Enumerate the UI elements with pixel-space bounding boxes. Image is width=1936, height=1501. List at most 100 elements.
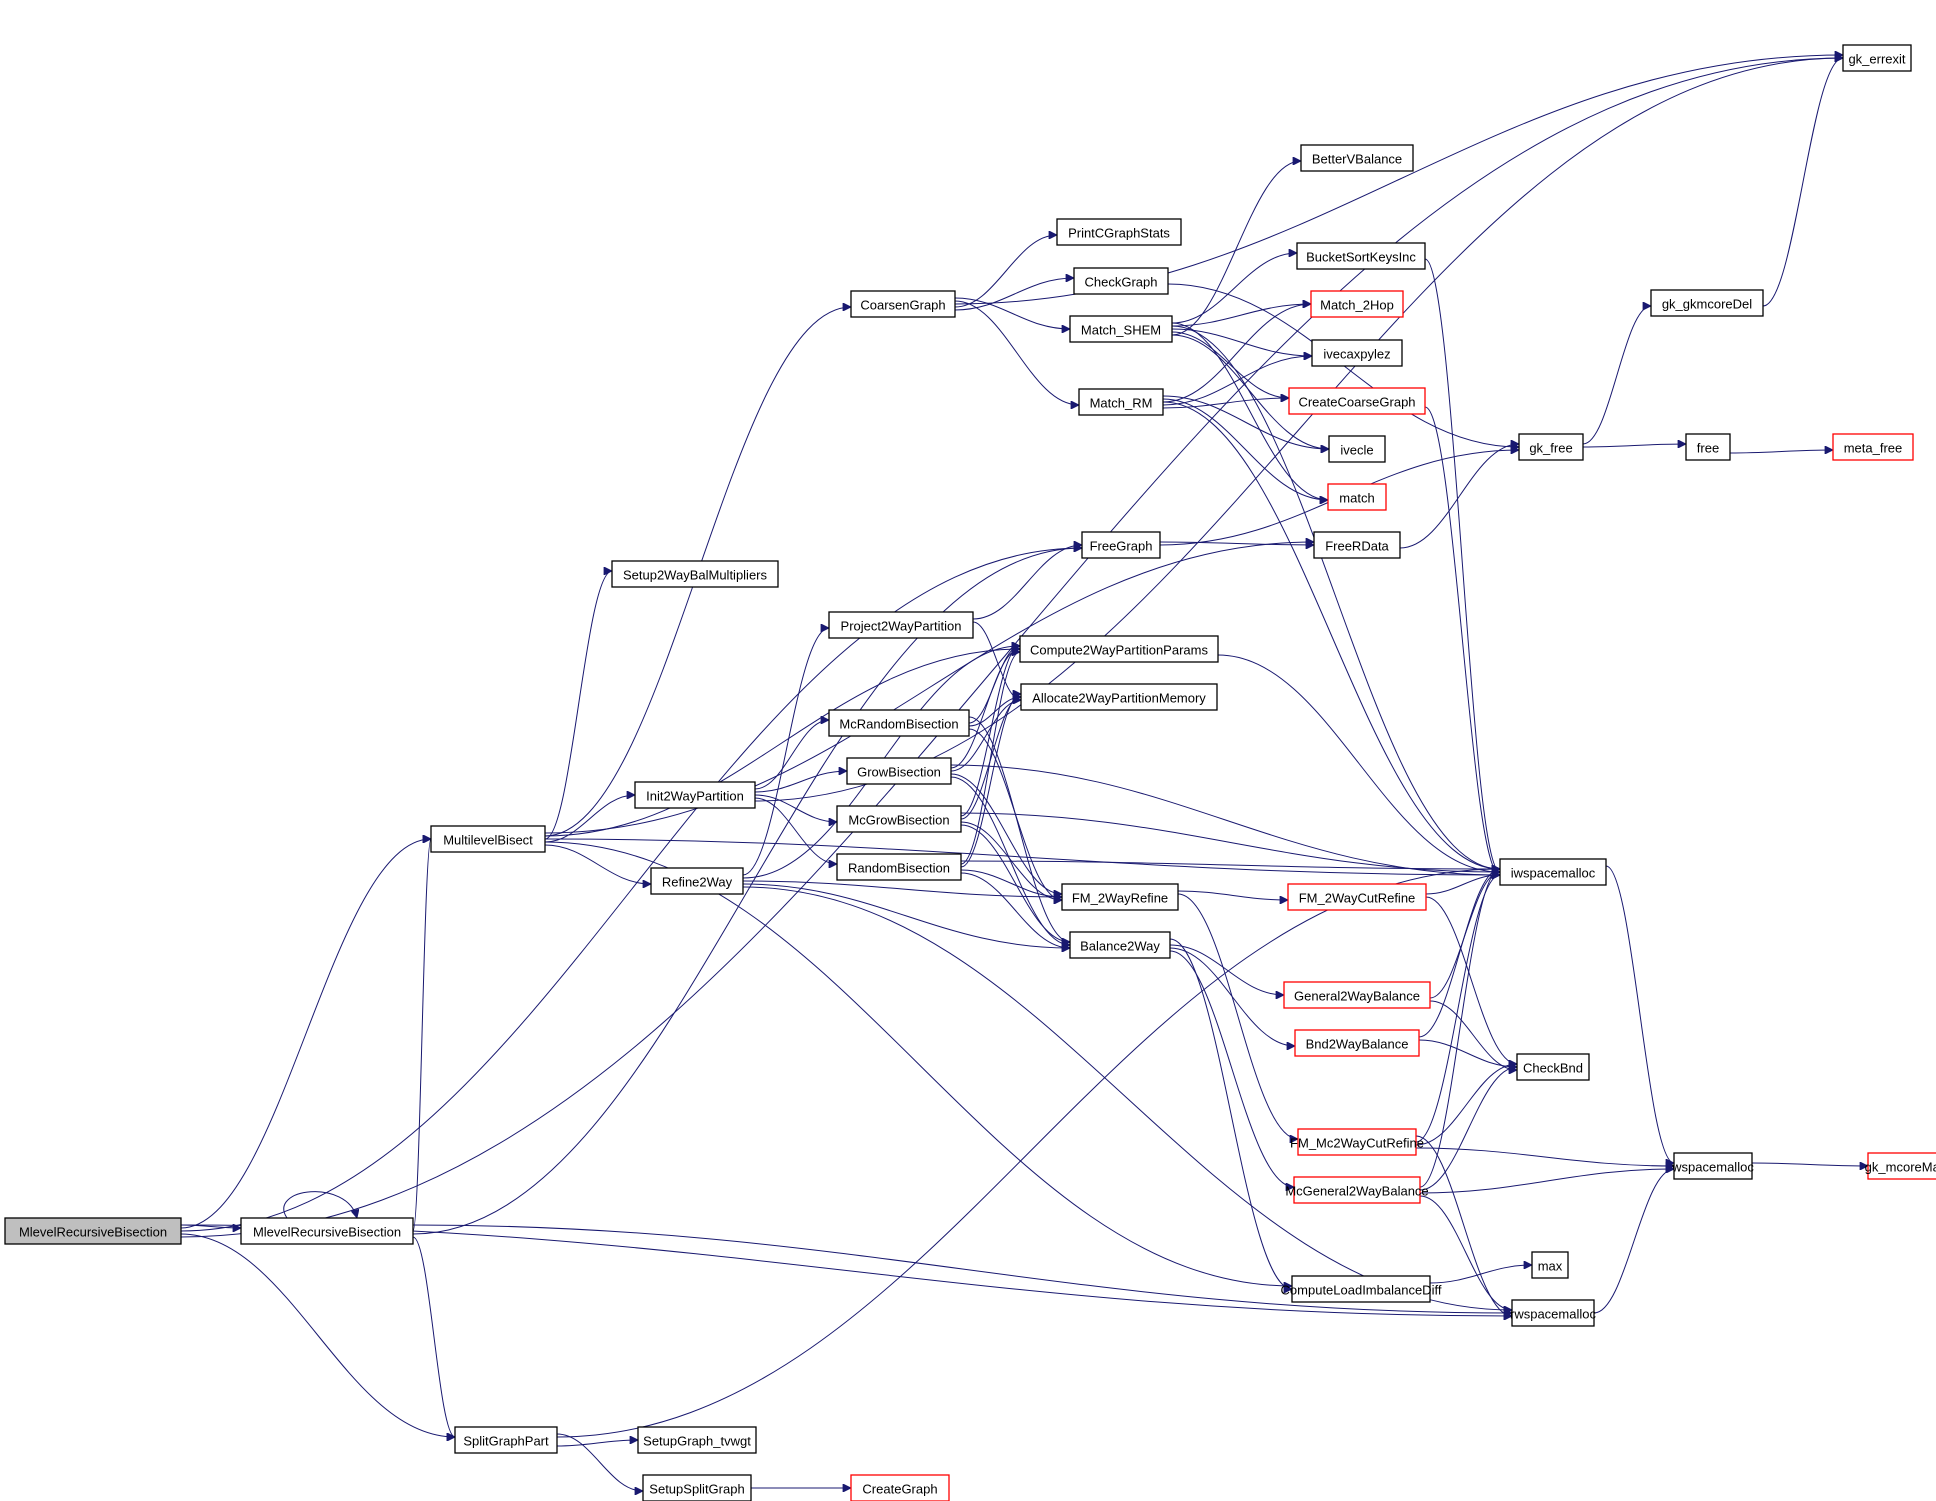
node-label: gk_mcoreMalloc <box>1865 1160 1936 1175</box>
node-label: CreateCoarseGraph <box>1298 395 1415 410</box>
node-label: MultilevelBisect <box>443 833 533 848</box>
node-rb[interactable]: RandomBisection <box>836 853 962 881</box>
node-mrm[interactable]: Match_RM <box>1078 388 1164 416</box>
node-mcrb[interactable]: McRandomBisection <box>828 709 970 737</box>
node-gkdel[interactable]: gk_gkmcoreDel <box>1650 289 1764 317</box>
node-box <box>642 1474 752 1501</box>
edge-i2wp-to-gkerr <box>754 58 1843 802</box>
edge-sgp-to-ssg <box>556 1433 643 1491</box>
node-coarsen[interactable]: CoarsenGraph <box>850 290 956 318</box>
edge-fm2wcr-to-chkbnd <box>1425 896 1517 1064</box>
node-sgtv[interactable]: SetupGraph_tvwgt <box>637 1426 757 1454</box>
edge-mlb-to-i2wp <box>544 795 635 843</box>
node-fmmc[interactable]: FM_Mc2WayCutRefine <box>1290 1128 1424 1156</box>
node-box <box>828 611 974 639</box>
node-pcgs[interactable]: PrintCGraphStats <box>1056 218 1182 246</box>
node-fm2wcr[interactable]: FM_2WayCutRefine <box>1287 883 1427 911</box>
node-mcgb[interactable]: McGrowBisection <box>836 805 962 833</box>
node-fm2wr[interactable]: FM_2WayRefine <box>1061 883 1179 911</box>
node-label: BetterVBalance <box>1312 152 1402 167</box>
edge-c2wpp-to-iwsm <box>1217 654 1500 872</box>
node-box <box>1327 483 1387 511</box>
node-box <box>828 709 970 737</box>
node-mrb[interactable]: MlevelRecursiveBisection <box>240 1217 414 1245</box>
node-gkerr[interactable]: gk_errexit <box>1842 44 1912 72</box>
edge-freeg-to-freerd <box>1159 542 1314 545</box>
node-ivecle[interactable]: ivecle <box>1328 435 1386 463</box>
node-bski[interactable]: BucketSortKeysInc <box>1296 242 1426 270</box>
node-b2wb[interactable]: Bnd2WayBalance <box>1294 1029 1420 1057</box>
node-mlb[interactable]: MultilevelBisect <box>430 825 546 853</box>
edge-gkdel-to-gkerr <box>1762 58 1843 307</box>
node-iwsm[interactable]: iwspacemalloc <box>1499 858 1607 886</box>
edge-i2wp-to-mcrb <box>754 720 829 790</box>
node-g2wb[interactable]: General2WayBalance <box>1283 981 1431 1009</box>
node-box <box>1019 635 1219 663</box>
node-chkg[interactable]: CheckGraph <box>1073 267 1169 295</box>
node-i2wp[interactable]: Init2WayPartition <box>634 781 756 809</box>
edge-mrb-to-rwsm <box>412 1224 1512 1313</box>
node-bal2w[interactable]: Balance2Way <box>1069 931 1171 959</box>
node-match[interactable]: match <box>1327 483 1387 511</box>
node-c2wpp[interactable]: Compute2WayPartitionParams <box>1019 635 1219 663</box>
node-a2wpm[interactable]: Allocate2WayPartitionMemory <box>1020 683 1218 711</box>
node-ccg[interactable]: CreateCoarseGraph <box>1288 387 1426 415</box>
node-gkfree[interactable]: gk_free <box>1518 433 1584 461</box>
node-label: CreateGraph <box>862 1482 937 1497</box>
node-freerd[interactable]: FreeRData <box>1313 531 1401 559</box>
node-label: gk_free <box>1529 441 1572 456</box>
node-gb[interactable]: GrowBisection <box>846 757 952 785</box>
node-label: wspacemalloc <box>1671 1160 1754 1175</box>
node-bvb[interactable]: BetterVBalance <box>1300 144 1414 172</box>
node-s2wbm[interactable]: Setup2WayBalMultipliers <box>611 560 779 588</box>
node-sgp[interactable]: SplitGraphPart <box>454 1426 558 1454</box>
node-label: General2WayBalance <box>1294 989 1420 1004</box>
node-box <box>1516 1053 1590 1081</box>
node-box <box>454 1426 558 1454</box>
node-gkmm[interactable]: gk_mcoreMalloc <box>1865 1152 1936 1180</box>
node-free[interactable]: free <box>1685 433 1731 461</box>
edge-ccg-to-iwsm <box>1424 406 1500 875</box>
node-mcg2wb[interactable]: McGeneral2WayBalance <box>1285 1176 1429 1204</box>
node-rwsm[interactable]: rwspacemalloc <box>1510 1299 1596 1327</box>
node-box <box>1650 289 1764 317</box>
node-freeg[interactable]: FreeGraph <box>1081 531 1161 559</box>
edge-gb-to-c2wpp <box>950 649 1020 769</box>
node-ivax[interactable]: ivecaxpylez <box>1311 339 1403 367</box>
node-cg[interactable]: CreateGraph <box>850 1474 950 1501</box>
node-box <box>1073 267 1169 295</box>
edge-coarsen-to-mshem <box>954 297 1070 329</box>
edge-gkfree-to-free <box>1582 444 1686 447</box>
node-p2wp[interactable]: Project2WayPartition <box>828 611 974 639</box>
node-chkbnd[interactable]: CheckBnd <box>1516 1053 1590 1081</box>
node-metafree[interactable]: meta_free <box>1832 433 1914 461</box>
node-mshem[interactable]: Match_SHEM <box>1069 315 1173 343</box>
node-ssg[interactable]: SetupSplitGraph <box>642 1474 752 1501</box>
node-label: CheckBnd <box>1523 1061 1583 1076</box>
edges-layer <box>180 55 1868 1491</box>
edge-mshem-to-ivax <box>1171 328 1312 356</box>
node-root[interactable]: MlevelRecursiveBisection <box>4 1217 182 1245</box>
node-label: Match_2Hop <box>1320 298 1394 313</box>
node-clid[interactable]: ComputeLoadImbalanceDiff <box>1281 1275 1442 1303</box>
edge-iwsm-to-wsm <box>1605 865 1674 1163</box>
node-box <box>1673 1152 1753 1180</box>
node-m2hop[interactable]: Match_2Hop <box>1310 290 1404 318</box>
edge-clid-to-max <box>1429 1265 1532 1284</box>
edge-r2w-to-fm2wr <box>742 880 1062 897</box>
node-label: SetupGraph_tvwgt <box>643 1434 751 1449</box>
node-box <box>1297 1128 1417 1156</box>
node-box <box>1069 315 1173 343</box>
node-box <box>1056 218 1182 246</box>
edge-mshem-to-ccg <box>1171 331 1289 398</box>
edge-bal2w-to-mcg2wb <box>1169 950 1294 1187</box>
node-wsm[interactable]: wspacemalloc <box>1671 1152 1754 1180</box>
node-r2w[interactable]: Refine2Way <box>650 867 744 895</box>
edge-mrm-to-iwsm <box>1162 401 1500 869</box>
node-max[interactable]: max <box>1531 1251 1569 1279</box>
edge-r2w-to-bal2w <box>742 883 1070 948</box>
node-box <box>836 805 962 833</box>
node-box <box>611 560 779 588</box>
node-label: Match_SHEM <box>1081 323 1161 338</box>
node-label: GrowBisection <box>857 765 941 780</box>
